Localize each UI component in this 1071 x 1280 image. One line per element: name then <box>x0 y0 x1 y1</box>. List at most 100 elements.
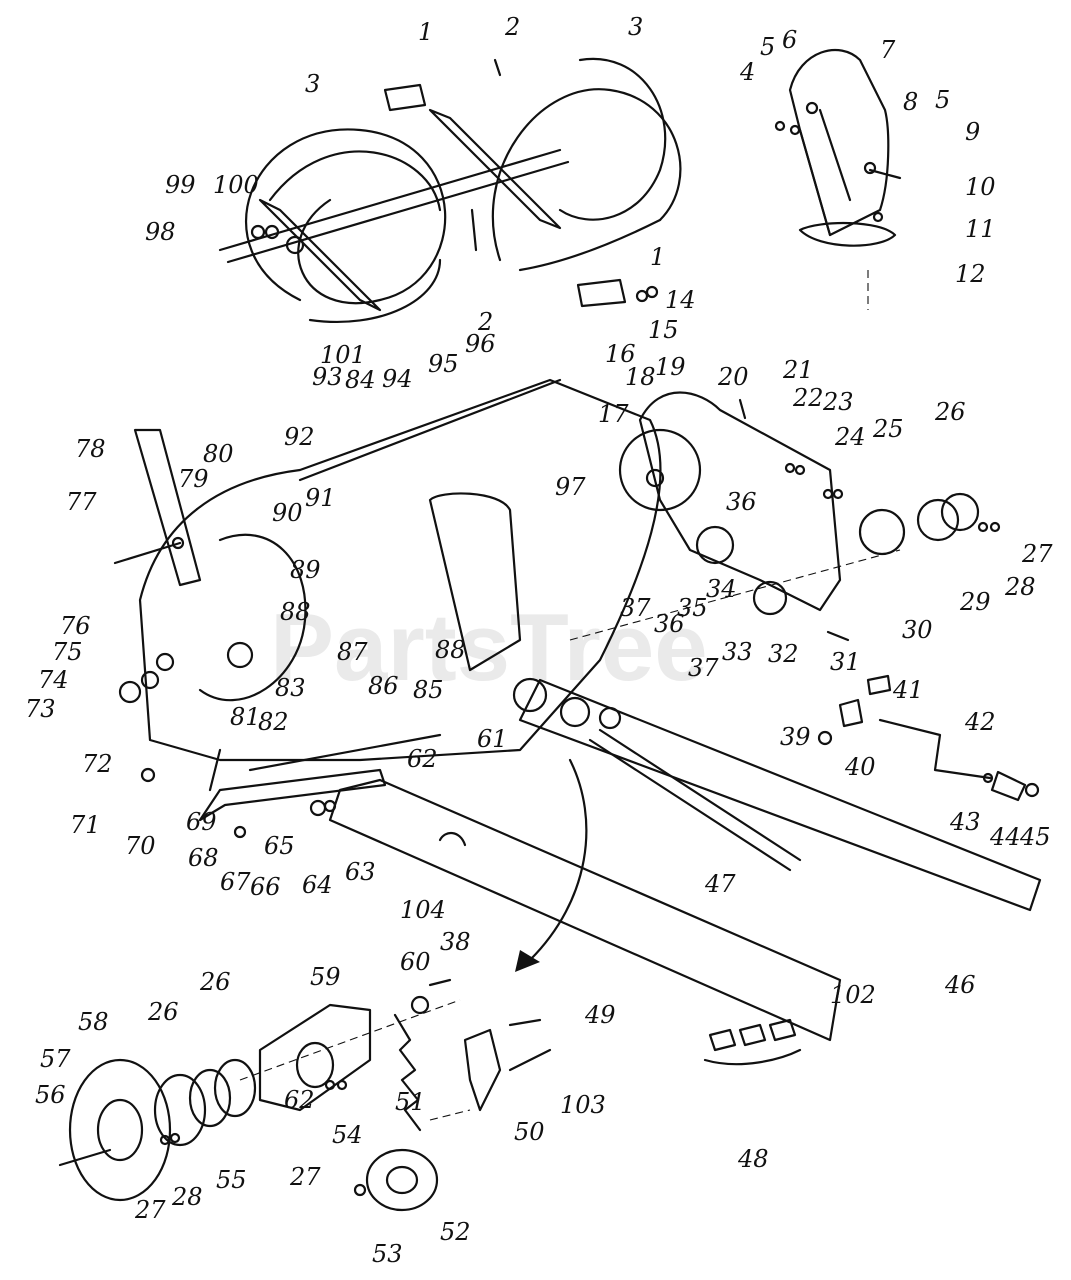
callout-3: 3 <box>628 13 643 41</box>
callout-7: 7 <box>880 36 896 64</box>
callout-27: 27 <box>134 1196 166 1224</box>
callout-95: 95 <box>428 350 459 378</box>
drive-detail <box>58 978 802 1212</box>
callout-5: 5 <box>760 33 775 61</box>
callout-28: 28 <box>171 1183 203 1211</box>
callout-37: 37 <box>688 654 719 682</box>
callout-92: 92 <box>284 423 315 451</box>
callout-82: 82 <box>258 708 289 736</box>
callout-73: 73 <box>25 695 56 723</box>
callout-57: 57 <box>40 1045 71 1073</box>
callout-37: 37 <box>620 594 651 622</box>
callout-2: 2 <box>477 308 493 336</box>
callout-78: 78 <box>75 435 106 463</box>
callout-1: 1 <box>650 243 665 271</box>
callout-36: 36 <box>654 610 685 638</box>
callout-98: 98 <box>145 218 176 246</box>
callout-54: 54 <box>332 1121 363 1149</box>
callout-56: 56 <box>35 1081 66 1109</box>
callout-88: 88 <box>280 598 311 626</box>
callout-40: 40 <box>844 753 876 781</box>
callout-66: 66 <box>250 873 281 901</box>
callout-75: 75 <box>52 638 83 666</box>
callout-34: 34 <box>706 575 737 603</box>
callout-79: 79 <box>178 465 209 493</box>
callout-88: 88 <box>435 636 466 664</box>
callout-23: 23 <box>822 388 854 416</box>
callout-28: 28 <box>1004 573 1036 601</box>
callout-5: 5 <box>935 86 950 114</box>
callout-18: 18 <box>625 363 656 391</box>
callout-93: 93 <box>312 363 343 391</box>
callout-21: 21 <box>782 356 814 384</box>
callout-52: 52 <box>440 1218 471 1246</box>
callout-8: 8 <box>903 88 918 116</box>
callout-30: 30 <box>902 616 933 644</box>
callout-50: 50 <box>514 1118 545 1146</box>
callout-26: 26 <box>199 968 231 996</box>
callout-6: 6 <box>782 26 797 54</box>
callout-103: 103 <box>560 1091 606 1119</box>
callout-20: 20 <box>717 363 749 391</box>
callout-90: 90 <box>272 499 303 527</box>
callout-59: 59 <box>310 963 341 991</box>
detail-arrow <box>528 758 588 962</box>
callout-94: 94 <box>382 365 413 393</box>
callout-25: 25 <box>872 415 904 443</box>
callout-36: 36 <box>726 488 757 516</box>
callout-41: 41 <box>892 676 924 704</box>
callout-24: 24 <box>834 423 866 451</box>
callout-69: 69 <box>186 808 217 836</box>
callout-102: 102 <box>830 981 876 1009</box>
callout-27: 27 <box>1021 540 1053 568</box>
callout-53: 53 <box>372 1240 403 1268</box>
callout-4: 4 <box>739 58 755 86</box>
callout-100: 100 <box>213 171 259 199</box>
callout-68: 68 <box>188 844 219 872</box>
callout-11: 11 <box>965 215 996 243</box>
callout-39: 39 <box>780 723 811 751</box>
callout-58: 58 <box>78 1008 109 1036</box>
auger-assembly <box>218 57 682 324</box>
callout-27: 27 <box>289 1163 321 1191</box>
callout-65: 65 <box>264 832 295 860</box>
callout-14: 14 <box>665 286 696 314</box>
callout-38: 38 <box>440 928 471 956</box>
callout-33: 33 <box>722 638 753 666</box>
callout-81: 81 <box>230 703 261 731</box>
callout-67: 67 <box>220 868 251 896</box>
callout-99: 99 <box>165 171 196 199</box>
callout-104: 104 <box>400 896 446 924</box>
callout-26: 26 <box>147 998 179 1026</box>
callout-62: 62 <box>284 1086 315 1114</box>
frame-channels <box>328 674 1042 1042</box>
callout-10: 10 <box>965 173 996 201</box>
callout-45: 45 <box>1019 823 1051 851</box>
callout-83: 83 <box>275 674 306 702</box>
callout-46: 46 <box>944 971 976 999</box>
callout-61: 61 <box>477 725 508 753</box>
callout-3: 3 <box>305 70 320 98</box>
callout-91: 91 <box>305 484 336 512</box>
callout-44: 44 <box>989 823 1021 851</box>
callout-1: 1 <box>418 18 433 46</box>
callout-80: 80 <box>203 440 234 468</box>
callout-49: 49 <box>584 1001 616 1029</box>
callout-87: 87 <box>337 638 368 666</box>
callout-84: 84 <box>345 366 376 394</box>
callout-32: 32 <box>768 640 799 668</box>
callout-60: 60 <box>400 948 431 976</box>
callout-15: 15 <box>648 316 679 344</box>
gear-case <box>569 391 1001 642</box>
watermark-text: PartsTree <box>270 594 708 701</box>
callout-101: 101 <box>320 341 366 369</box>
callout-47: 47 <box>704 870 736 898</box>
callout-51: 51 <box>395 1088 426 1116</box>
callout-9: 9 <box>965 118 980 146</box>
callout-35: 35 <box>677 594 708 622</box>
callout-48: 48 <box>737 1145 769 1173</box>
callout-31: 31 <box>830 648 861 676</box>
callout-16: 16 <box>605 340 636 368</box>
callout-62: 62 <box>407 745 438 773</box>
